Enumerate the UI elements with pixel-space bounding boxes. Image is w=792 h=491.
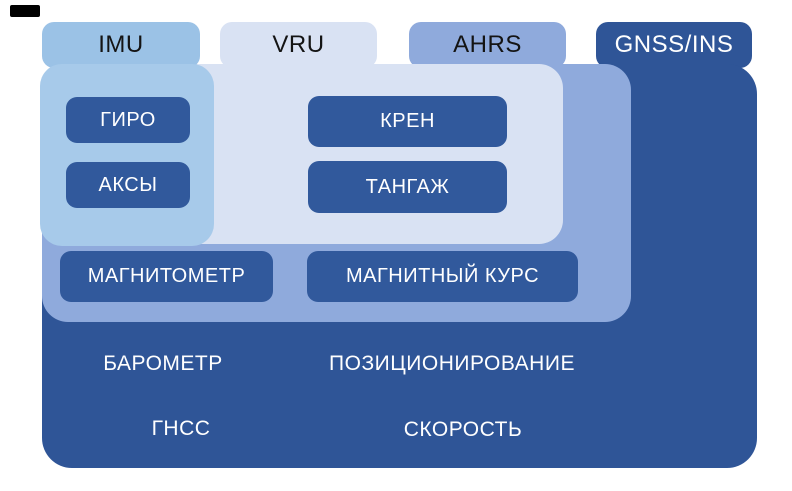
gnss-label: ГНСС — [151, 417, 211, 440]
pitch-button-label: ТАНГАЖ — [365, 175, 450, 198]
accels-button-label: АКСЫ — [98, 173, 158, 196]
roll-button-label: КРЕН — [380, 110, 435, 132]
tab-ahrs: AHRS — [409, 22, 566, 68]
magnetic-heading-button-label: МАГНИТНЫЙ КУРС — [345, 265, 540, 287]
speed-label: СКОРОСТЬ — [403, 418, 523, 441]
magnetic-heading-button: МАГНИТНЫЙ КУРС — [307, 251, 578, 302]
magnetometer-button: МАГНИТОМЕТР — [60, 251, 273, 302]
imu-container — [40, 64, 214, 246]
gyro-button-label: ГИРО — [100, 108, 156, 131]
pitch-button: ТАНГАЖ — [308, 161, 507, 213]
tab-ahrs-label: AHRS — [453, 31, 522, 58]
tab-gnss-ins-label: GNSS/INS — [614, 31, 734, 58]
roll-button: КРЕН — [308, 96, 507, 147]
barometer-label: БАРОМЕТР — [103, 352, 223, 375]
positioning-label: ПОЗИЦИОНИРОВАНИЕ — [329, 352, 575, 375]
magnetometer-button-label: МАГНИТОМЕТР — [87, 265, 246, 287]
tab-vru-label: VRU — [272, 31, 325, 58]
tab-vru: VRU — [220, 22, 377, 68]
tab-imu-label: IMU — [98, 31, 144, 58]
tab-gnss-ins: GNSS/INS — [596, 22, 752, 68]
gyro-button: ГИРО — [66, 97, 190, 143]
tab-imu: IMU — [42, 22, 200, 68]
black-marker — [10, 5, 40, 17]
accels-button: АКСЫ — [66, 162, 190, 208]
